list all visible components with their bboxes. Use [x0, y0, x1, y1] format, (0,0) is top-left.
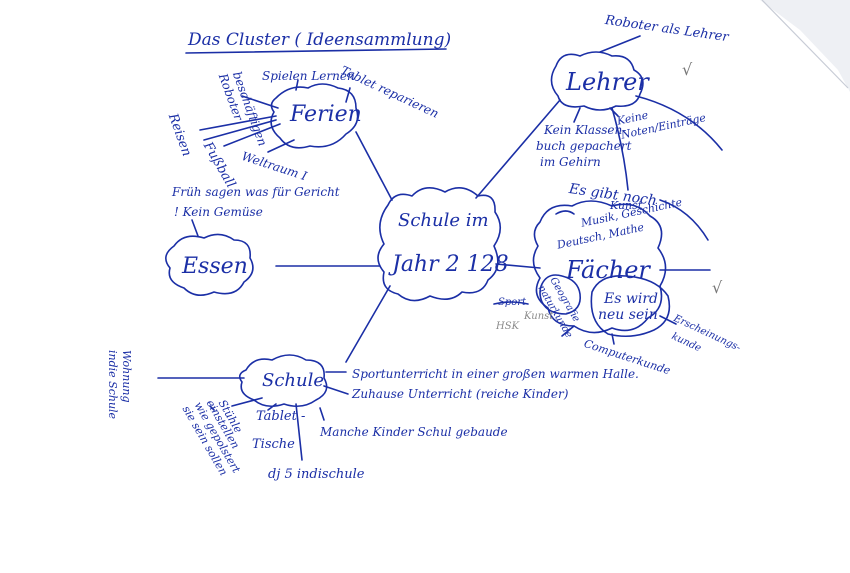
- tick-schule: [209, 405, 215, 411]
- link-essen-frueh: [191, 219, 199, 237]
- link-center-ferien: [355, 131, 393, 201]
- schule-cloud: [238, 354, 328, 408]
- link-ferien-tablet: [345, 87, 351, 103]
- schule-tablet-1: Tablet -: [256, 409, 306, 424]
- essen-cloud: [165, 233, 254, 296]
- lehrer-klassenbuch-3: im Gehirn: [540, 155, 601, 169]
- arc-faecher: [659, 199, 709, 241]
- link-schule-indi: [295, 403, 303, 461]
- schule-tablet-2: Tische: [252, 437, 295, 452]
- lehrer-klassenbuch-1: Kein Klassen-: [544, 123, 627, 137]
- link-ferien-spielen: [295, 79, 299, 91]
- link-ferien-fussball: [223, 123, 281, 147]
- ferien-spielen: Spielen Lernen: [262, 69, 355, 83]
- lehrer-cloud: [550, 51, 644, 111]
- link-faecher-bottom: [561, 325, 575, 337]
- check-mark-2: √: [712, 278, 723, 297]
- lehrer-klassenbuch-2: buch gepachert: [536, 139, 632, 153]
- page-title: Das Cluster ( Ideensammlung): [188, 30, 452, 50]
- faecher-hsk: HSK: [496, 321, 520, 332]
- essen-frueh: Früh sagen was für Gericht: [172, 185, 340, 199]
- faecher-inner-circle: [590, 275, 671, 338]
- link-center-lehrer: [475, 99, 561, 199]
- ferien-label: Ferien: [290, 102, 362, 127]
- schule-wohnung-1: Wohnung: [120, 350, 133, 403]
- center-cloud: [377, 187, 502, 302]
- ferien-cloud: [270, 83, 359, 149]
- geografie-circle: [539, 274, 582, 315]
- link-center-faecher: [495, 263, 541, 269]
- faecher-neu-sein: neu sein: [598, 307, 658, 323]
- faecher-label: Fächer: [566, 256, 650, 284]
- paper-edge: [760, 0, 850, 92]
- faecher-kunst: Kunst: [610, 199, 643, 212]
- schule-sport: Sportunterricht in einer großen warmen H…: [352, 367, 639, 381]
- faecher-informatik: Sport: [498, 297, 527, 308]
- center-label-line2: Jahr 2 128: [392, 252, 509, 277]
- link-schule-zuhause: [323, 385, 349, 395]
- arc-lehrer: [635, 95, 723, 151]
- link-ferien-roboter: [241, 95, 279, 109]
- lehrer-label: Lehrer: [566, 68, 649, 96]
- essen-label: Essen: [182, 254, 248, 279]
- schule-label: Schule: [262, 370, 325, 391]
- link-faecher-computer: [611, 333, 615, 345]
- center-label-line1: Schule im: [398, 210, 489, 231]
- link-faecher-erscheinung: [659, 315, 677, 325]
- link-schule-stuehle: [231, 397, 263, 407]
- paper-edge-line: [761, 0, 849, 89]
- link-center-schule: [345, 285, 391, 363]
- link-ferien-weltall: [267, 139, 295, 153]
- link-ferien-a: [203, 119, 277, 141]
- link-ferien-reisen: [199, 115, 277, 131]
- faecher-es-wird: Es wird: [604, 291, 658, 307]
- schule-indischule: dj 5 indischule: [268, 467, 365, 482]
- title-underline: [185, 48, 447, 54]
- link-schule-manche: [319, 407, 325, 421]
- schule-wohnung-2: indie Schule: [106, 350, 119, 420]
- link-lehrer-roboter: [599, 35, 641, 53]
- link-schule-tablet: [267, 403, 277, 411]
- check-mark-1: √: [682, 60, 693, 79]
- schule-manche: Manche Kinder Schul gebaude: [320, 425, 508, 439]
- essen-kein-gemuese: ! Kein Gemüse: [174, 205, 263, 219]
- link-lehrer-klassenbuch: [573, 107, 581, 123]
- strike-faecher: [493, 301, 529, 305]
- schule-zuhause: Zuhause Unterricht (reiche Kinder): [352, 387, 569, 401]
- squiggle-faecher: [555, 210, 575, 215]
- link-lehrer-faecher: [611, 107, 629, 191]
- faecher-kunst2: Kunst: [524, 311, 554, 322]
- link-lehrer-noten: [609, 107, 619, 117]
- faecher-cloud: [532, 200, 667, 334]
